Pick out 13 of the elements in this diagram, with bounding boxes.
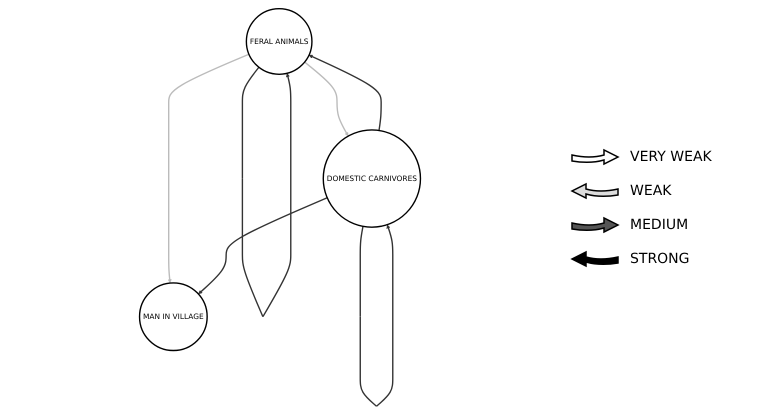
arrow [308, 54, 382, 131]
node-circle [246, 8, 313, 75]
node-circle [322, 129, 422, 228]
legend-label: STRONG [630, 250, 690, 266]
arrow [360, 224, 394, 407]
legend-label: MEDIUM [630, 216, 688, 232]
node-circle [138, 282, 208, 352]
arrow [304, 62, 348, 136]
arrow [168, 54, 250, 284]
legend-label: VERY WEAK [630, 148, 712, 164]
arrow [198, 197, 328, 294]
legend-label: WEAK [630, 182, 672, 198]
arrow [242, 66, 292, 318]
